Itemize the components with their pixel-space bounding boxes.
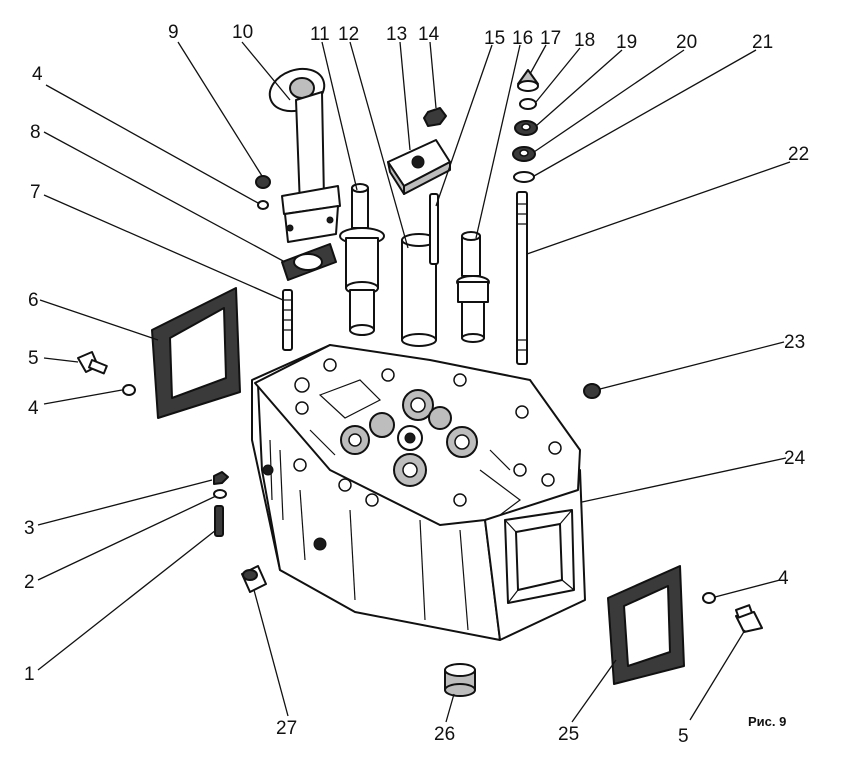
callout-18: 18: [574, 30, 595, 51]
callout-11: 11: [310, 24, 330, 45]
callout-numbers: 1 2 3 4 4 4 5 5 6 7 8 9 10 11 12 13 14 1…: [24, 22, 809, 747]
stud-15-part: [429, 193, 439, 265]
callout-19: 19: [616, 32, 637, 53]
callout-26: 26: [434, 724, 455, 745]
injector-clamp-part: [387, 139, 451, 195]
exhaust-pipe-part: [268, 67, 341, 243]
stud-part: [282, 289, 293, 351]
nut-14-part: [423, 107, 447, 127]
callout-7: 7: [30, 182, 41, 203]
callout-5-right: 5: [678, 726, 689, 747]
bolt-left-part: [77, 351, 108, 375]
long-stud-part: [516, 191, 528, 365]
plug-27-part: [241, 565, 267, 593]
callout-24: 24: [784, 448, 806, 469]
cover-gasket-part: [151, 287, 241, 419]
callout-23: 23: [784, 332, 805, 353]
callout-3: 3: [24, 518, 35, 539]
callout-5-left: 5: [28, 348, 39, 369]
valve-guide-part: [339, 183, 385, 336]
callout-12: 12: [338, 24, 359, 45]
figure-caption: Рис. 9: [748, 714, 786, 729]
bushing-26-part: [444, 663, 476, 697]
washer-4-left-part: [122, 384, 136, 396]
callout-1: 1: [24, 664, 35, 685]
leader-lines: [37, 41, 791, 723]
callout-6: 6: [28, 290, 39, 311]
callout-2: 2: [24, 572, 35, 593]
callout-10: 10: [232, 22, 253, 43]
callout-4-top: 4: [32, 64, 43, 85]
cylinder-head-part: [251, 344, 586, 641]
washer-18-part: [519, 98, 537, 110]
cover-gasket-25-part: [607, 565, 685, 685]
flange-gasket-part: [281, 243, 337, 281]
callout-15: 15: [484, 28, 505, 49]
callout-17: 17: [540, 28, 561, 49]
callout-13: 13: [386, 24, 407, 45]
callout-16: 16: [512, 28, 533, 49]
nut-9-part: [255, 175, 271, 189]
callout-25: 25: [558, 724, 579, 745]
callout-27: 27: [276, 718, 297, 739]
callout-4-right: 4: [778, 568, 789, 589]
callout-14: 14: [418, 24, 440, 45]
callout-9: 9: [168, 22, 179, 43]
washer-2-part: [213, 489, 227, 499]
nut-19-part: [514, 120, 538, 136]
washer-21-part: [513, 171, 535, 183]
washer-4-top-part: [257, 200, 269, 210]
cap-nut-17-part: [517, 69, 539, 92]
callout-4-left: 4: [28, 398, 39, 419]
washer-4-right-part: [702, 592, 716, 604]
callout-8: 8: [30, 122, 41, 143]
callout-21: 21: [752, 32, 773, 53]
nut-3-part: [213, 471, 229, 485]
callout-20: 20: [676, 32, 697, 53]
valve-guide-16-part: [456, 231, 490, 343]
nut-20-part: [512, 146, 536, 162]
plug-23-part: [583, 383, 601, 399]
callout-22: 22: [788, 144, 809, 165]
bolt-right-part: [735, 604, 763, 633]
stud-1-part: [214, 505, 224, 537]
